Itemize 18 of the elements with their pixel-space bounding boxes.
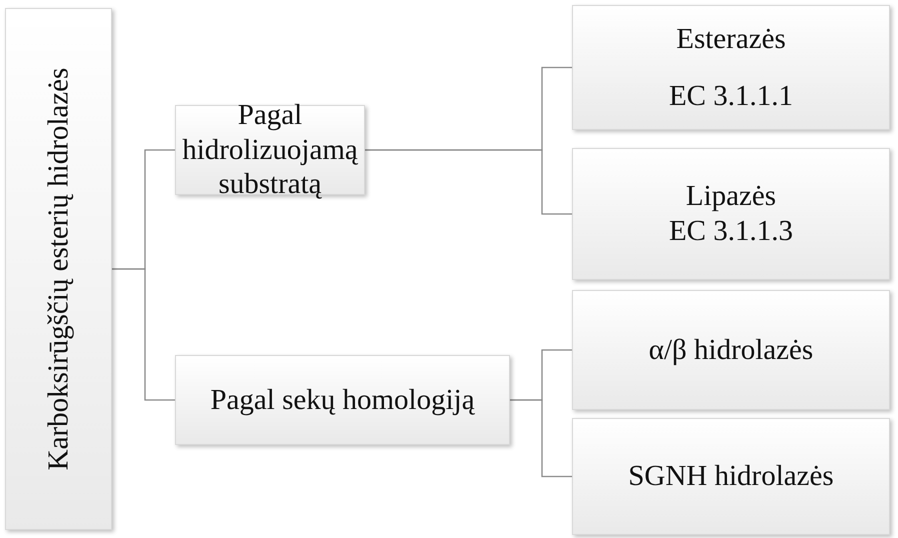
category-box (572, 148, 890, 280)
category-label: Esterazės (676, 22, 786, 56)
category-box (572, 290, 890, 410)
category-label: Pagal hidrolizuojamą substratą (181, 98, 359, 202)
category-box (175, 355, 510, 445)
category-box (5, 8, 112, 530)
category-label: Karboksirūgščių esterių hidrolazės (41, 68, 76, 470)
category-label: SGNH hidrolazės (628, 459, 834, 494)
category-label: EC 3.1.1.1 (668, 78, 794, 114)
category-label: EC 3.1.1.3 (668, 214, 794, 249)
connector-line (365, 149, 572, 215)
connector-line (112, 268, 175, 401)
category-label: Pagal sekų homologiją (210, 382, 475, 418)
category-box (572, 5, 890, 130)
category-label: Lipazės (686, 179, 776, 214)
category-box (572, 418, 890, 535)
connector-line (510, 399, 572, 478)
category-label: α/β hidrolazės (648, 332, 814, 368)
